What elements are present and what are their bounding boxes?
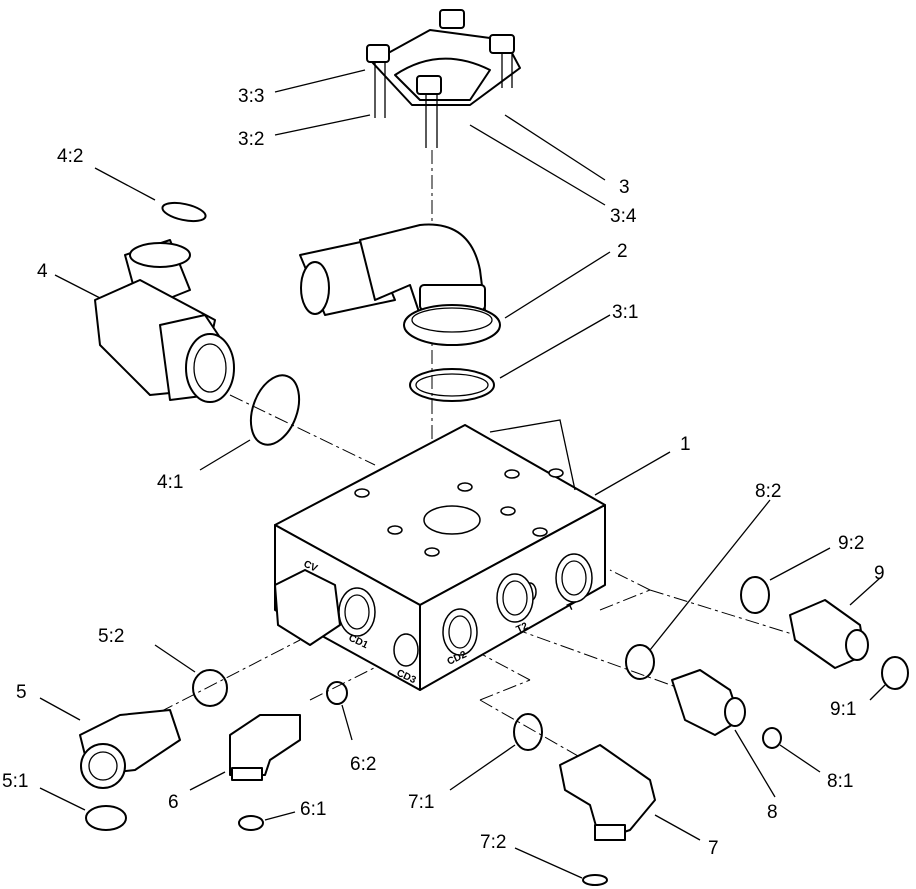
o-ring-5-1 — [85, 805, 127, 831]
callout-5-2: 5:2 — [98, 626, 124, 647]
o-ring-4-2 — [161, 201, 207, 223]
o-ring-8-2 — [625, 644, 655, 680]
callout-3: 3 — [619, 177, 630, 198]
manifold-block — [274, 419, 606, 691]
callout-6-1: 6:1 — [300, 799, 326, 820]
o-ring-4-1 — [249, 374, 301, 446]
o-ring-7-2 — [582, 874, 608, 886]
cv-plug — [274, 569, 341, 646]
o-ring-6-1 — [238, 815, 264, 831]
callout-4-1: 4:1 — [157, 472, 183, 493]
straight-fitting-9 — [789, 599, 869, 669]
callout-5: 5 — [16, 682, 27, 703]
callout-9-1: 9:1 — [830, 699, 856, 720]
elbow-fitting-6 — [229, 714, 301, 781]
port-label-t: T — [566, 601, 576, 614]
callout-7-1: 7:1 — [408, 792, 434, 813]
o-ring-9-2 — [740, 576, 770, 614]
callout-8-1: 8:1 — [827, 771, 853, 792]
callout-3-3: 3:3 — [238, 86, 264, 107]
callout-2: 2 — [617, 241, 628, 262]
callout-6-2: 6:2 — [350, 754, 376, 775]
callout-1: 1 — [680, 434, 691, 455]
o-ring-3-1 — [409, 368, 495, 402]
callout-3-1: 3:1 — [612, 302, 638, 323]
adapter-fitting-5 — [79, 709, 181, 789]
port-label-cv: CV — [302, 559, 320, 575]
elbow-hose-fitting — [299, 223, 501, 346]
angled-adapter-fitting — [94, 239, 235, 403]
callout-labels: 3:3 3:2 3 3:4 2 3:1 4:2 4 4:1 1 8:2 9:2 … — [2, 86, 885, 859]
callout-7: 7 — [708, 838, 719, 859]
flange-clamp-assembly — [366, 9, 521, 148]
callout-9-2: 9:2 — [838, 533, 864, 554]
callout-5-1: 5:1 — [2, 771, 28, 792]
callout-7-2: 7:2 — [480, 832, 506, 853]
o-ring-7-1 — [513, 713, 543, 751]
o-ring-9-1 — [881, 656, 909, 690]
callout-8-2: 8:2 — [755, 481, 781, 502]
clamp-bolt — [366, 9, 515, 148]
o-ring-6-2 — [326, 681, 348, 705]
callout-6: 6 — [168, 792, 179, 813]
o-ring-8-1 — [762, 727, 782, 749]
callout-3-4: 3:4 — [610, 206, 637, 227]
o-ring-5-2 — [192, 669, 228, 707]
callout-leaders — [39, 69, 886, 879]
callout-9: 9 — [874, 563, 885, 584]
straight-fitting-8 — [671, 669, 746, 736]
callout-3-2: 3:2 — [238, 129, 264, 150]
callout-8: 8 — [767, 802, 778, 823]
o-ring-3-1-inner — [415, 373, 489, 397]
callout-4-2: 4:2 — [57, 146, 83, 167]
elbow-fitting-7 — [559, 744, 656, 841]
callout-4: 4 — [37, 261, 48, 282]
port-label-t2: T2 — [515, 621, 531, 636]
